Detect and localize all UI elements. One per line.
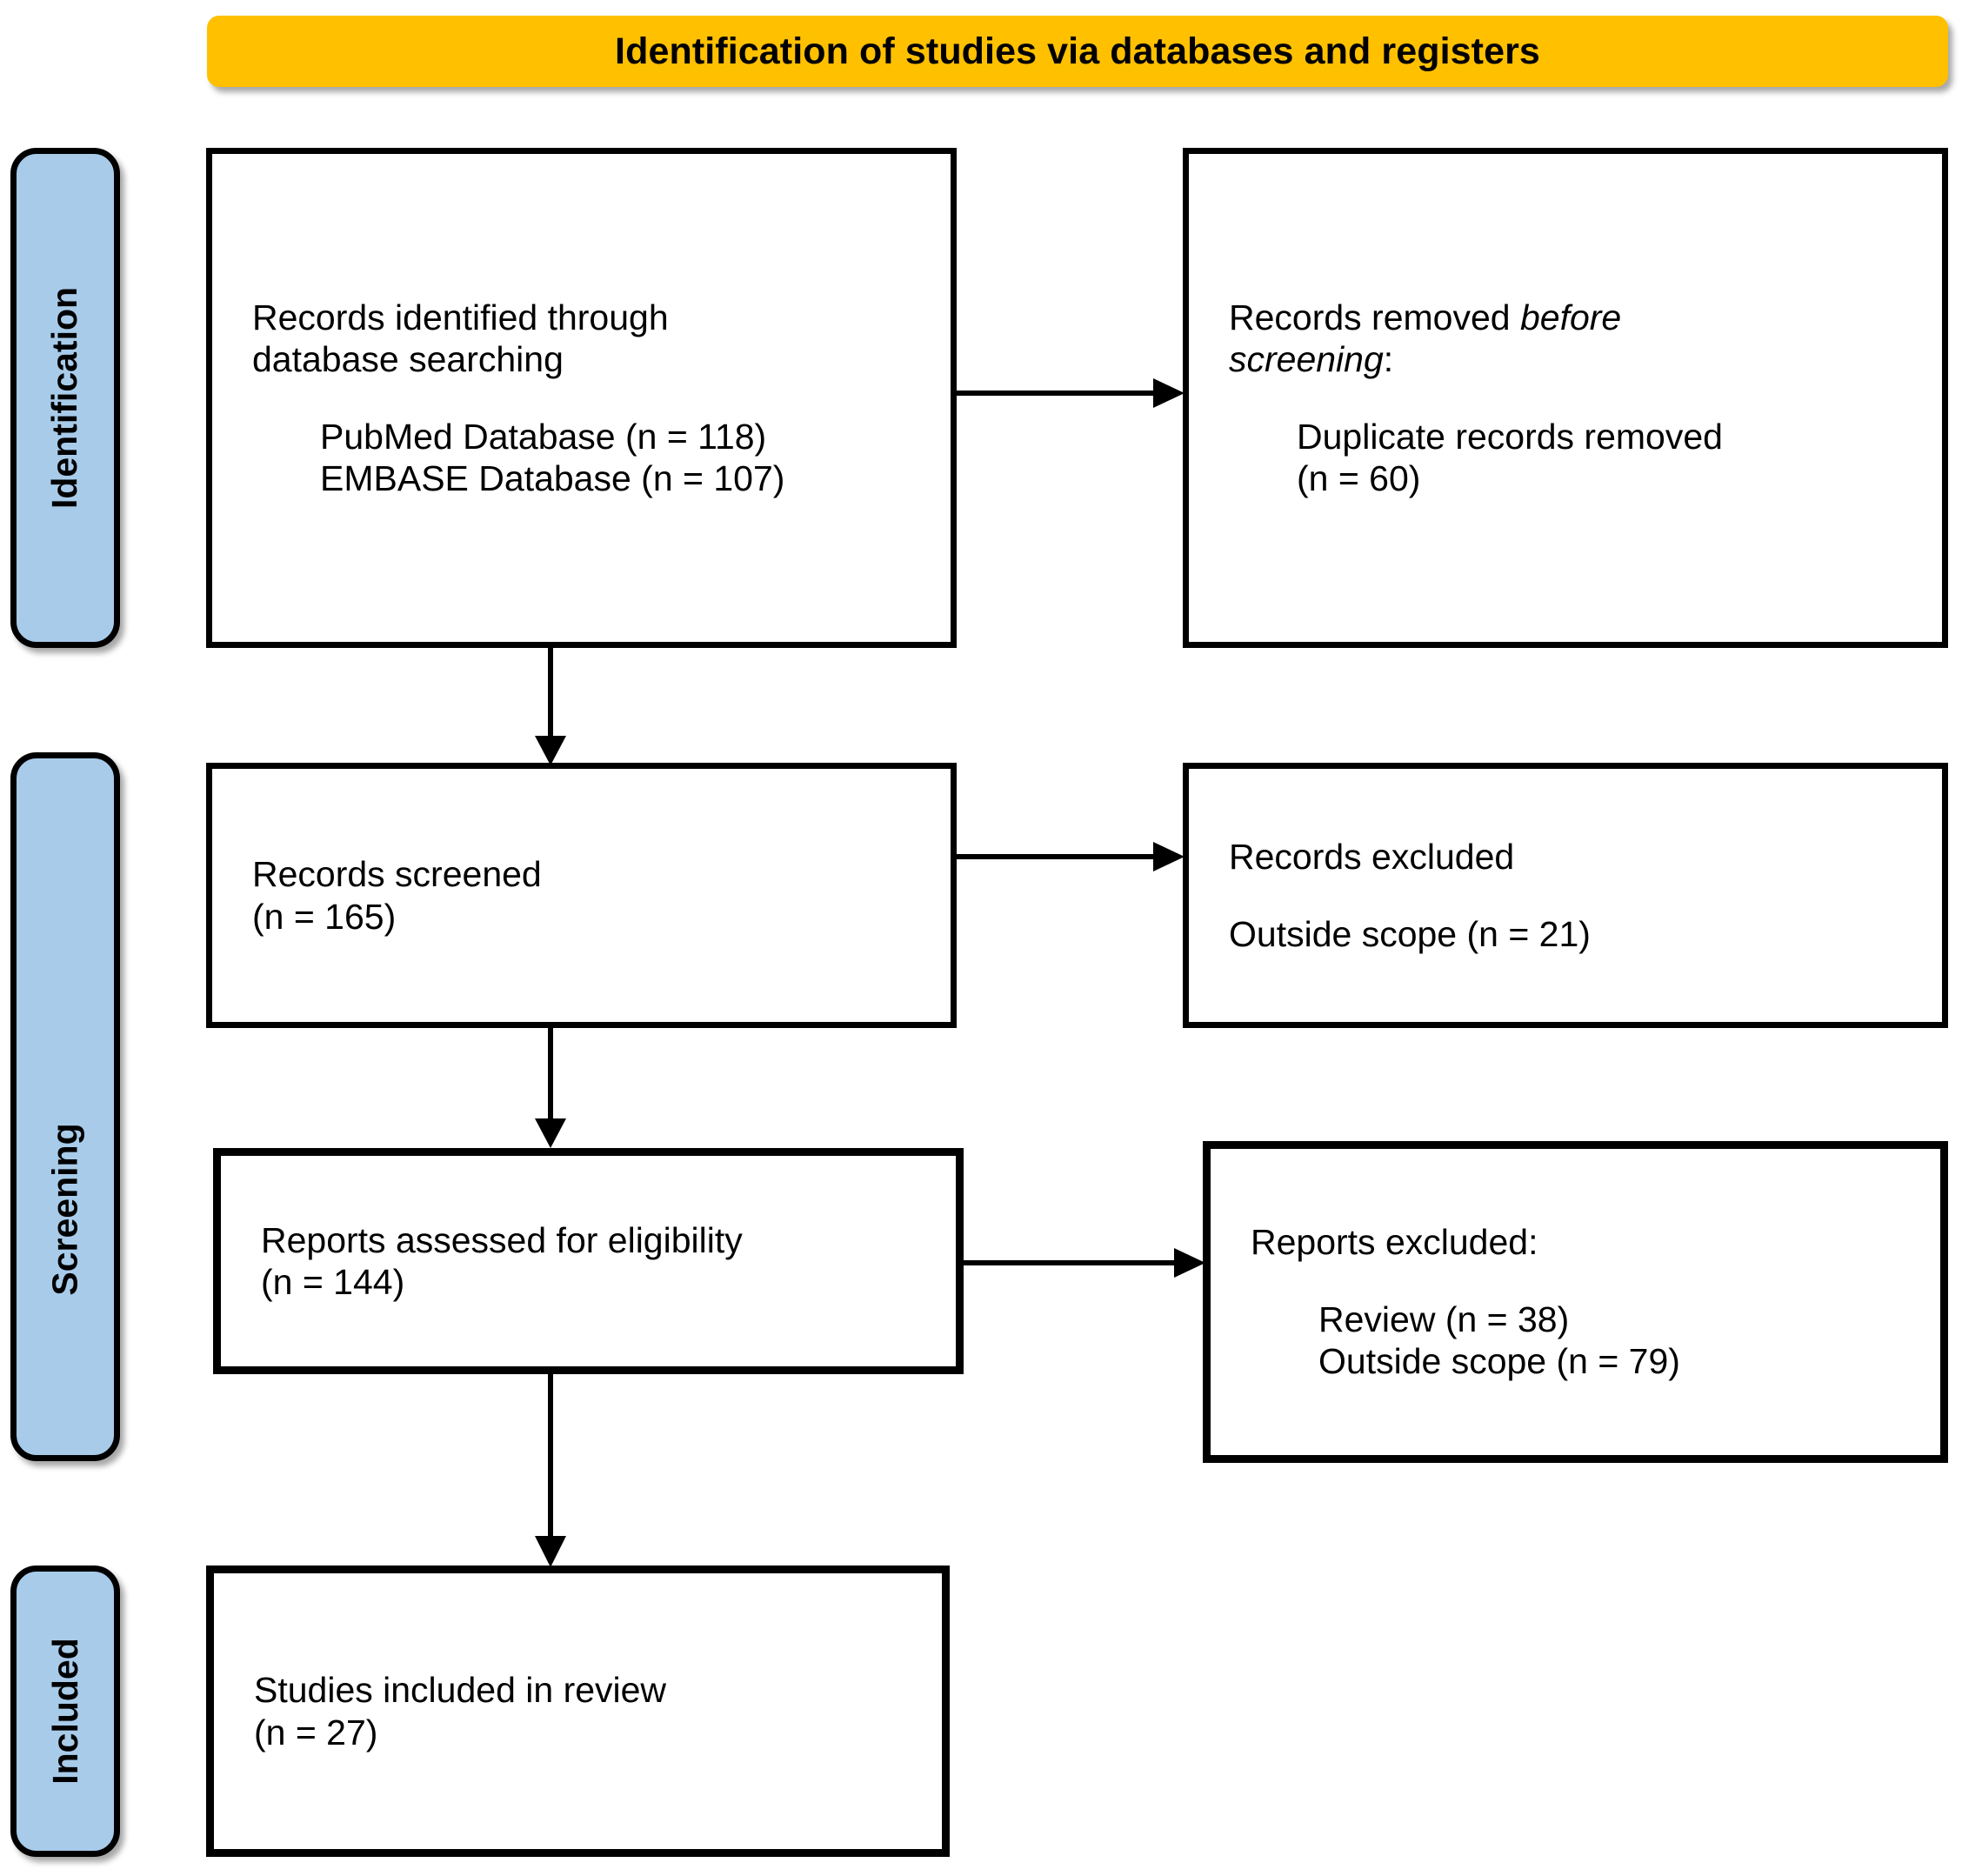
box-records-removed-before-screening: Records removed before screening: Duplic… xyxy=(1183,148,1948,648)
connector-identified-to-removed xyxy=(955,376,1186,411)
reports-assessed-line2: (n = 144) xyxy=(261,1262,405,1302)
box-reports-assessed-text: Reports assessed for eligibility (n = 14… xyxy=(221,1219,956,1304)
spacer xyxy=(1251,1264,1940,1299)
studies-included-line2: (n = 27) xyxy=(254,1712,378,1752)
spacer xyxy=(252,381,951,416)
records-identified-line1: Records identified through xyxy=(252,297,669,337)
connector-assessed-to-included xyxy=(531,1372,570,1569)
records-removed-line1-italic: before xyxy=(1519,297,1622,337)
studies-included-line1: Studies included in review xyxy=(254,1670,667,1711)
records-removed-line1: Records removed xyxy=(1229,297,1520,337)
spacer xyxy=(1229,381,1942,416)
records-identified-detail1: PubMed Database (n = 118) xyxy=(320,416,767,457)
arrow-right-icon xyxy=(962,1248,1205,1278)
records-removed-line2-tail: : xyxy=(1383,339,1394,380)
reports-assessed-line1: Reports assessed for eligibility xyxy=(261,1219,743,1260)
records-identified-line2: database searching xyxy=(252,339,564,380)
stage-label-screening: Screening xyxy=(44,1123,85,1296)
box-reports-excluded: Reports excluded: Review (n = 38) Outsid… xyxy=(1203,1141,1948,1463)
records-excluded-line2: Outside scope (n = 21) xyxy=(1229,913,1591,954)
connector-screened-to-excluded xyxy=(955,839,1186,874)
connector-screened-to-assessed xyxy=(531,1026,570,1150)
box-records-screened-text: Records screened (n = 165) xyxy=(212,853,951,938)
box-studies-included-text: Studies included in review (n = 27) xyxy=(214,1669,942,1753)
arrow-down-icon xyxy=(535,1026,566,1148)
reports-excluded-detail2: Outside scope (n = 79) xyxy=(1318,1341,1680,1382)
box-records-identified: Records identified through database sear… xyxy=(206,148,957,648)
box-reports-assessed-for-eligibility: Reports assessed for eligibility (n = 14… xyxy=(213,1148,964,1374)
stage-label-identification: Identification xyxy=(44,286,85,510)
box-records-excluded-text: Records excluded Outside scope (n = 21) xyxy=(1189,836,1942,955)
records-removed-line2-italic: screening xyxy=(1229,339,1384,380)
records-identified-detail2: EMBASE Database (n = 107) xyxy=(320,457,785,498)
box-records-screened: Records screened (n = 165) xyxy=(206,763,957,1028)
connector-assessed-to-reports-excluded xyxy=(962,1245,1207,1280)
stage-rail-screening: Screening xyxy=(10,752,120,1461)
records-excluded-line1: Records excluded xyxy=(1229,837,1515,878)
records-removed-detail2: (n = 60) xyxy=(1297,457,1421,498)
box-records-removed-text: Records removed before screening: Duplic… xyxy=(1189,297,1942,500)
reports-excluded-detail1: Review (n = 38) xyxy=(1318,1299,1570,1339)
records-screened-line1: Records screened xyxy=(252,854,542,895)
records-removed-detail1: Duplicate records removed xyxy=(1297,416,1723,457)
connector-identified-to-screened xyxy=(531,645,570,767)
stage-rail-identification: Identification xyxy=(10,148,120,648)
box-records-excluded: Records excluded Outside scope (n = 21) xyxy=(1183,763,1948,1028)
box-studies-included-in-review: Studies included in review (n = 27) xyxy=(206,1566,950,1857)
arrow-right-icon xyxy=(955,842,1185,871)
box-reports-excluded-text: Reports excluded: Review (n = 38) Outsid… xyxy=(1211,1221,1940,1382)
spacer xyxy=(1229,878,1942,913)
page-title: Identification of studies via databases … xyxy=(615,30,1540,72)
reports-excluded-line1: Reports excluded: xyxy=(1251,1222,1538,1263)
arrow-down-icon xyxy=(535,645,566,765)
diagram-header-banner: Identification of studies via databases … xyxy=(207,16,1948,87)
arrow-down-icon xyxy=(535,1372,566,1567)
stage-label-included: Included xyxy=(44,1638,85,1785)
records-screened-line2: (n = 165) xyxy=(252,896,397,937)
stage-rail-included: Included xyxy=(10,1566,120,1857)
arrow-right-icon xyxy=(955,378,1185,408)
box-records-identified-text: Records identified through database sear… xyxy=(212,297,951,500)
